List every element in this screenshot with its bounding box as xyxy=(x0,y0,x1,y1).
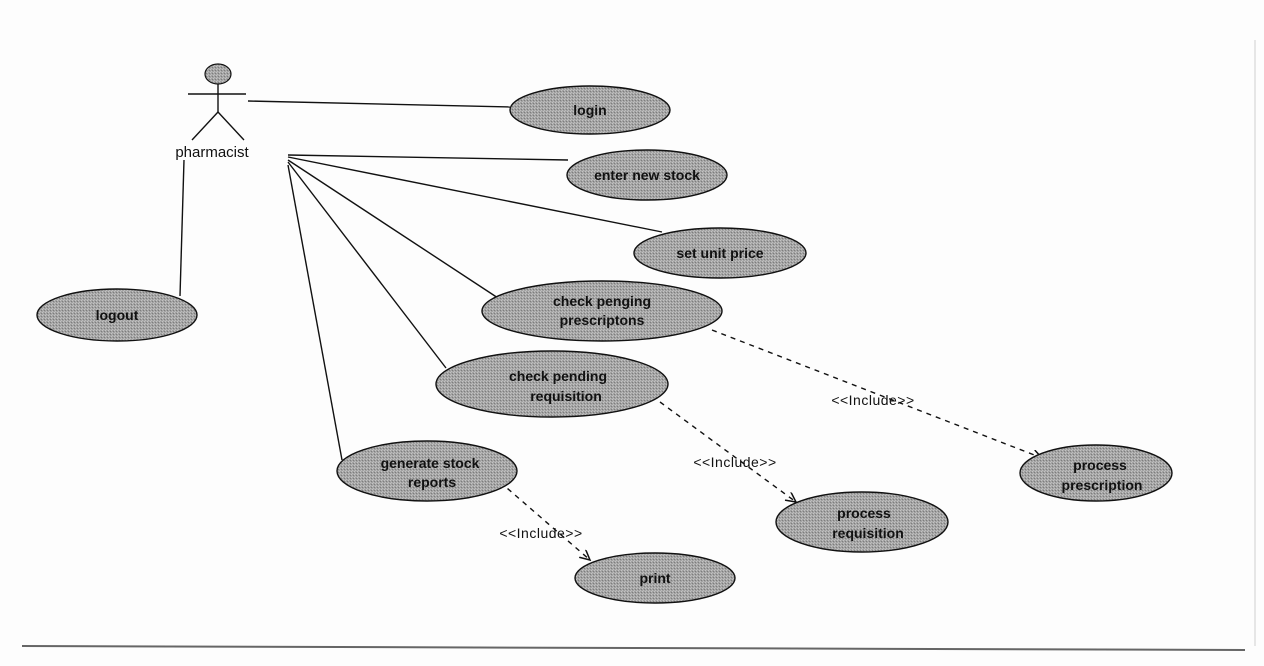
association-logout xyxy=(179,159,185,297)
use-case-process-requisition-shape xyxy=(775,491,949,553)
use-case-check-pending-prescriptions-label-line1: check penging xyxy=(553,293,651,309)
actor-label: pharmacist xyxy=(175,144,249,161)
use-case-set-unit-price-shape xyxy=(633,227,807,279)
use-case-print[interactable]: print xyxy=(574,552,736,604)
include-arrow-prescription xyxy=(711,329,1042,458)
use-case-generate-stock-reports-shape xyxy=(336,440,518,502)
use-case-check-pending-requisition-shape xyxy=(435,350,669,418)
include-label-requisition: <<Include>> xyxy=(693,454,776,470)
association-enter-new-stock xyxy=(287,154,569,161)
use-case-check-pending-requisition-label-line2: requisition xyxy=(530,388,602,404)
use-case-check-pending-prescriptions-shape xyxy=(481,280,723,342)
include-label-reports: <<Include>> xyxy=(499,525,582,541)
use-case-check-pending-requisition-label-line1: check pending xyxy=(509,368,607,384)
association-login xyxy=(247,100,511,108)
actor-left-leg xyxy=(191,111,219,141)
use-case-login[interactable]: login xyxy=(509,85,671,135)
use-case-enter-new-stock[interactable]: enter new stock xyxy=(566,149,728,201)
use-case-set-unit-price[interactable]: set unit price xyxy=(633,227,807,279)
use-case-process-requisition[interactable]: process requisition xyxy=(775,491,949,553)
use-case-generate-stock-reports[interactable]: generate stock reports xyxy=(336,440,518,502)
use-case-logout[interactable]: logout xyxy=(36,288,198,342)
use-case-login-shape xyxy=(509,85,671,135)
use-case-check-pending-prescriptions-label-line2: prescriptons xyxy=(560,312,645,328)
associations xyxy=(179,100,663,461)
use-case-print-label: print xyxy=(639,570,670,586)
use-case-process-requisition-label-line2: requisition xyxy=(832,525,904,541)
use-case-process-prescription-label-line2: prescription xyxy=(1062,477,1143,493)
use-case-print-shape xyxy=(574,552,736,604)
use-case-generate-stock-reports-label-line1: generate stock xyxy=(381,455,480,471)
include-arrow-print xyxy=(499,481,590,560)
use-case-process-prescription-label-line1: process xyxy=(1073,457,1127,473)
use-case-enter-new-stock-label: enter new stock xyxy=(594,167,700,183)
association-generate-stock-reports xyxy=(287,164,343,461)
use-case-process-prescription-shape xyxy=(1019,444,1173,502)
use-case-login-label: login xyxy=(573,102,606,118)
frame-bottom-border xyxy=(21,645,1246,651)
use-case-logout-shape xyxy=(36,288,198,342)
use-case-process-prescription[interactable]: process prescription xyxy=(1019,444,1173,502)
actor-right-leg xyxy=(217,111,245,141)
association-check-pending-prescriptions xyxy=(287,159,499,299)
use-case-set-unit-price-label: set unit price xyxy=(676,245,763,261)
use-case-check-pending-requisition[interactable]: check pending requisition xyxy=(435,350,669,418)
use-case-check-pending-prescriptions[interactable]: check penging prescriptons xyxy=(481,280,723,342)
include-dependencies xyxy=(499,329,1042,560)
include-label-prescriptions: <<Include>> xyxy=(831,392,914,408)
actor-head xyxy=(204,63,232,85)
use-case-enter-new-stock-shape xyxy=(566,149,728,201)
include-arrow-requisition xyxy=(659,401,796,502)
use-case-generate-stock-reports-label-line2: reports xyxy=(408,474,456,490)
association-set-unit-price xyxy=(287,156,663,233)
use-case-process-requisition-label-line1: process xyxy=(837,505,891,521)
actor-pharmacist[interactable]: pharmacist xyxy=(175,63,250,161)
use-case-logout-label: logout xyxy=(96,307,139,323)
association-check-pending-requisition xyxy=(287,161,447,369)
